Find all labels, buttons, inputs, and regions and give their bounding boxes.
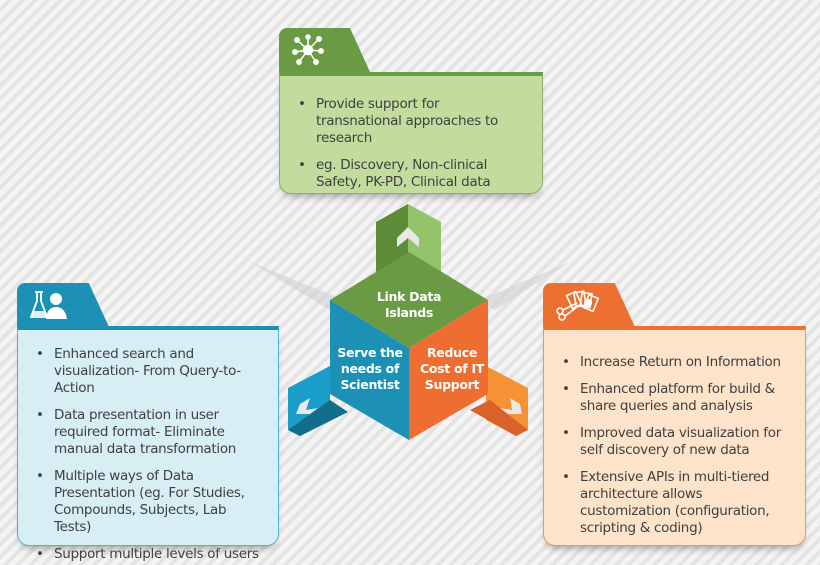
bullet-item: Provide support for transnational approa… [298,96,528,147]
center-label-right: Reduce Cost of IT Support [419,345,485,392]
bullet-list: Increase Return on Information Enhanced … [558,354,791,537]
cards-scissors-icon [556,290,599,321]
panel-content-green: Provide support for transnational approa… [279,72,543,194]
cube-left-face [330,300,409,440]
bullet-item: Multiple ways of Data Presentation (eg. … [36,468,264,536]
center-label-left: Serve the needs of Scientist [337,345,403,392]
bullet-item: Enhanced search and visualization- From … [36,346,264,397]
arrow-left-arm [288,366,348,436]
panel-content-blue: Enhanced search and visualization- From … [17,326,279,563]
bullet-item: Improved data visualization for self dis… [562,425,791,459]
cube-right-face [409,300,488,440]
scientist-flask-icon [29,291,67,319]
bullet-item: Data presentation in user required forma… [36,407,264,458]
bullet-item: Increase Return on Information [562,354,791,371]
arrow-up-icon [397,227,419,247]
bullet-item: Support multiple levels of users [36,546,264,563]
bullet-item: Extensive APIs in multi-tiered architect… [562,469,791,537]
bullet-item: Enhanced platform for build & share quer… [562,381,791,415]
panel-content-orange: Increase Return on Information Enhanced … [543,326,806,546]
arrow-right-arm [470,366,528,436]
bullet-item: eg. Discovery, Non-clinical Safety, PK-P… [298,157,528,191]
arrow-right-icon [500,398,522,414]
arrow-left-icon [296,398,318,414]
bullet-list: Provide support for transnational approa… [294,96,528,191]
bullet-list: Enhanced search and visualization- From … [32,346,264,563]
center-label-top: Link Data Islands [376,289,442,320]
network-nodes-icon [292,34,324,65]
panel-tab-blue [17,283,109,327]
